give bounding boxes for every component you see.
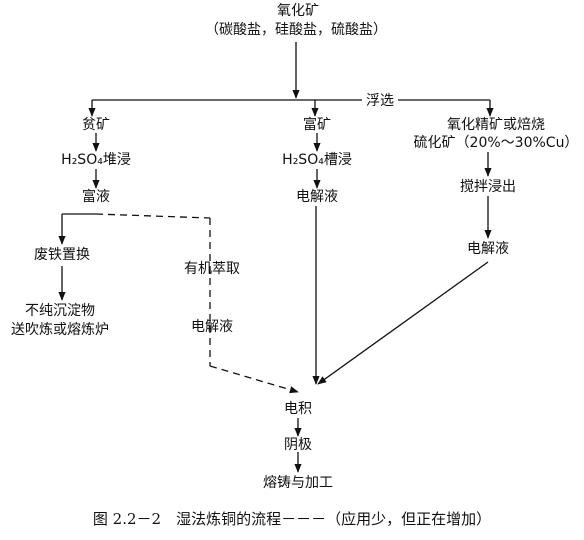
node-impure-precipitate-line1: 不纯沉淀物: [25, 303, 95, 319]
node-rich-ore: 富矿: [303, 117, 331, 133]
node-solvent-extraction: 有机萃取: [184, 261, 240, 277]
node-flotation: 浮选: [362, 92, 398, 110]
node-lean-ore: 贫矿: [82, 117, 110, 133]
node-concentrate-line2: 硫化矿（20%～30%Cu）: [413, 135, 579, 151]
node-cathode: 阴极: [284, 437, 312, 453]
node-electrolyte-mid: 电解液: [296, 189, 338, 205]
node-electrolyte-left: 电解液: [191, 319, 233, 335]
node-heap-leach: H₂SO₄堆浸: [61, 152, 131, 168]
edge-right-to-electrowin: [317, 261, 489, 385]
figure-caption: 图 2.2－2 湿法炼铜的流程－－－（应用少，但正在增加）: [92, 510, 492, 528]
node-concentrate-line1: 氧化精矿或焙烧: [447, 117, 545, 133]
node-casting-processing: 熔铸与加工: [263, 475, 333, 491]
node-electrolyte-right: 电解液: [467, 241, 509, 257]
node-rich-liquor: 富液: [82, 189, 110, 205]
edge-dashed-to-electrowin: [209, 365, 299, 394]
node-impure-precipitate-line2: 送吹炼或熔炼炉: [11, 322, 109, 338]
node-oxide-ore-note: （碳酸盐，硅酸盐，硫酸盐）: [205, 22, 387, 38]
node-electrowinning: 电积: [284, 401, 312, 417]
node-tank-leach: H₂SO₄槽浸: [282, 152, 352, 168]
edge-dashed-to-extract: [95, 213, 211, 219]
node-oxide-ore: 氧化矿: [277, 3, 319, 19]
node-agitation-leach: 搅拌浸出: [460, 179, 516, 195]
node-scrap-iron-cementation: 废铁置换: [34, 247, 90, 263]
